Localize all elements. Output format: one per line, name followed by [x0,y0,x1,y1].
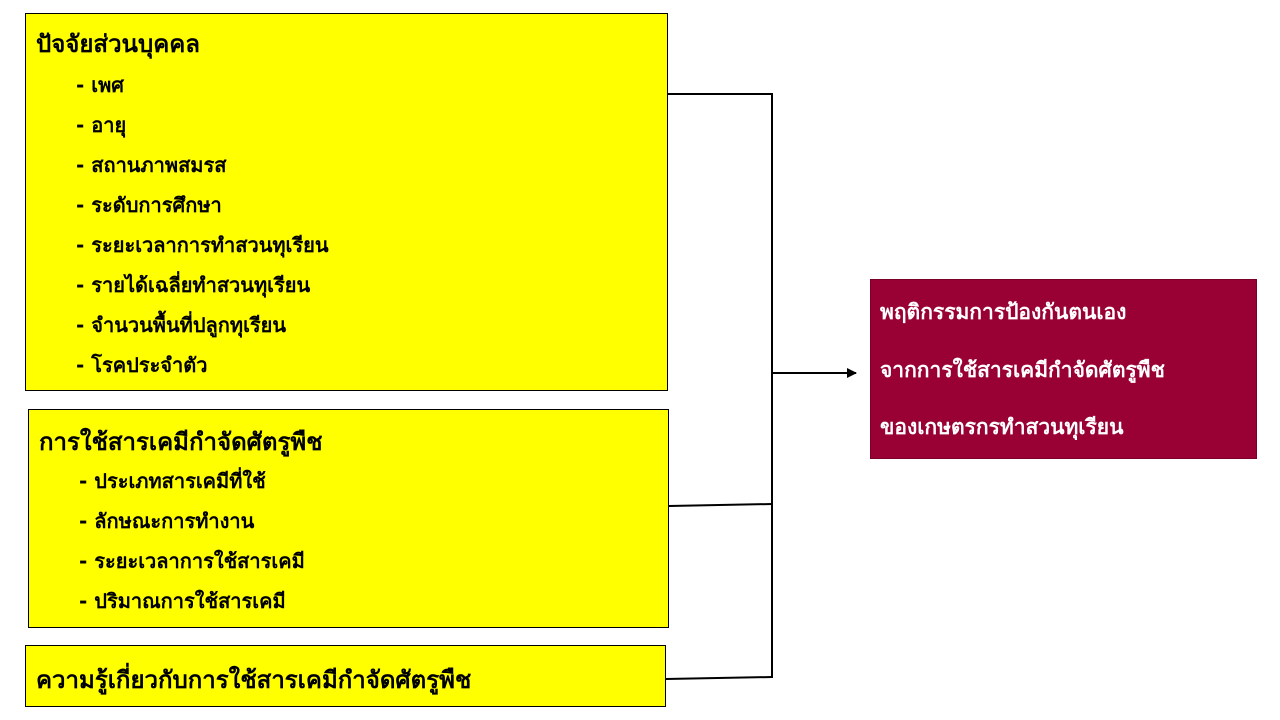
chemical-use-box: การใช้สารเคมีกำจัดศัตรูพืช - ประเภทสารเค… [28,409,669,628]
chemical-use-item: - ระยะเวลาการใช้สารเคมี [79,549,305,573]
personal-factor-item: - จำนวนพื้นที่ปลูกทุเรียน [76,313,287,337]
personal-factor-item: - โรคประจำตัว [76,353,208,377]
personal-factor-item: - เพศ [76,73,124,97]
personal-factor-item: - ระยะเวลาการทำสวนทุเรียน [76,233,329,257]
personal-factor-item: - ระดับการศึกษา [76,193,222,217]
connector-chemical-use [668,503,773,507]
personal-factor-item: - รายได้เฉลี่ยทำสวนทุเรียน [76,273,311,297]
connector-knowledge [665,676,773,680]
personal-factor-item: - อายุ [76,113,127,137]
knowledge-title: ความรู้เกี่ยวกับการใช้สารเคมีกำจัดศัตรูพ… [36,666,472,694]
personal-factors-title: ปัจจัยส่วนบุคคล [36,30,201,58]
outcome-line: พฤติกรรมการป้องกันตนเอง [880,300,1127,324]
chemical-use-title: การใช้สารเคมีกำจัดศัตรูพืช [39,428,323,456]
chemical-use-item: - ลักษณะการทำงาน [79,509,255,533]
personal-factors-box: ปัจจัยส่วนบุคคล - เพศ - อายุ - สถานภาพสม… [25,13,668,391]
chemical-use-item: - ปริมาณการใช้สารเคมี [79,589,286,613]
outcome-box: พฤติกรรมการป้องกันตนเอง จากการใช้สารเคมี… [870,279,1257,459]
knowledge-box: ความรู้เกี่ยวกับการใช้สารเคมีกำจัดศัตรูพ… [25,645,666,707]
personal-factor-item: - สถานภาพสมรส [76,153,227,177]
chemical-use-item: - ประเภทสารเคมีที่ใช้ [79,469,266,493]
outcome-line: จากการใช้สารเคมีกำจัดศัตรูพืช [880,358,1165,382]
outcome-line: ของเกษตรกรทำสวนทุเรียน [880,415,1124,439]
